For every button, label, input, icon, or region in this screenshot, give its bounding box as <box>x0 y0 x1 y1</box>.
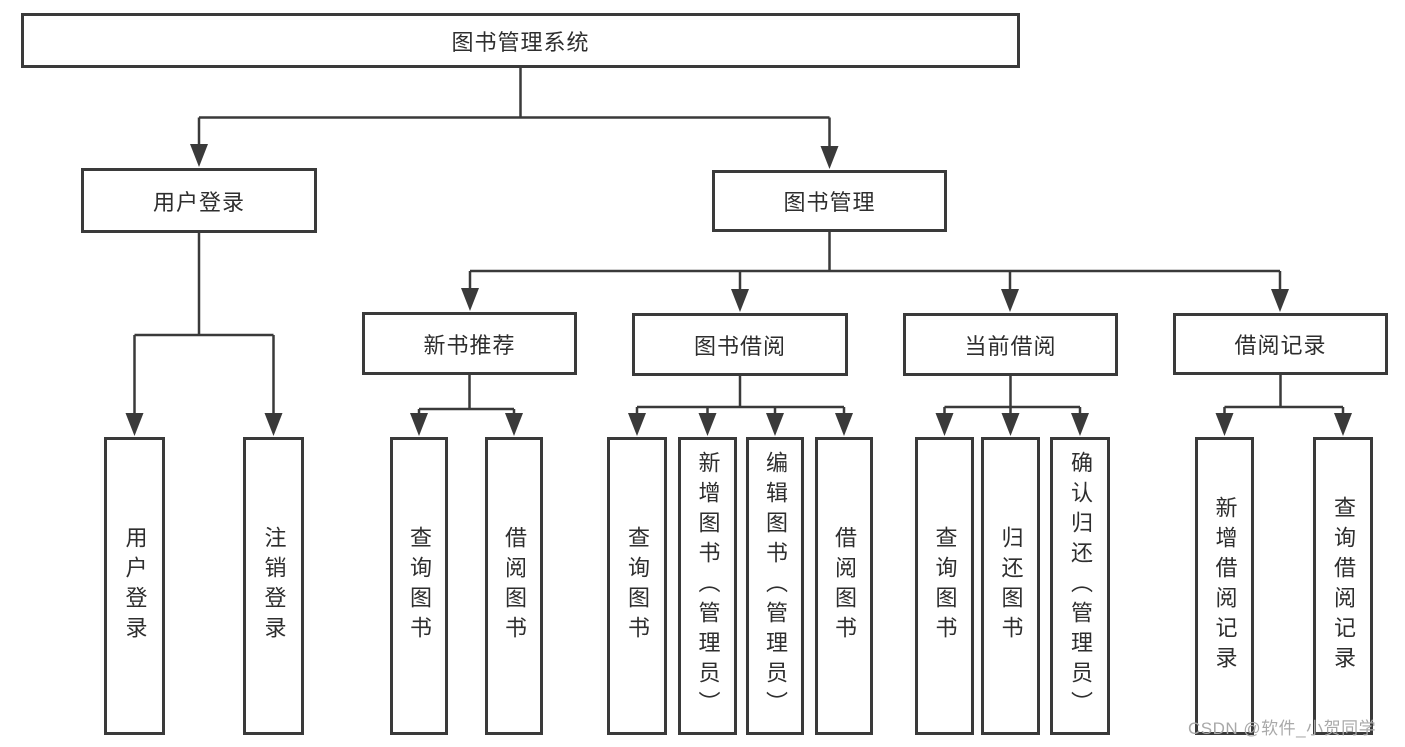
node-new-book-recommendation: 新书推荐 <box>362 312 577 375</box>
leaf-logout: 注销登录 <box>243 437 304 735</box>
arrowhead-icons <box>125 144 1352 436</box>
leaf-edit-books-admin: 编辑图书（管理员） <box>746 437 804 735</box>
leaf-add-books-admin: 新增图书（管理员） <box>678 437 737 735</box>
leaf-query-books-recommend: 查询图书 <box>390 437 448 735</box>
leaf-query-books-current: 查询图书 <box>915 437 974 735</box>
leaf-query-books-borrow: 查询图书 <box>607 437 667 735</box>
node-borrowing-records: 借阅记录 <box>1173 313 1388 375</box>
node-current-borrowing: 当前借阅 <box>903 313 1118 376</box>
leaf-user-login: 用户登录 <box>104 437 165 735</box>
watermark: CSDN @软件_小贺同学 <box>1188 719 1377 738</box>
node-book-management: 图书管理 <box>712 170 947 232</box>
leaf-return-books: 归还图书 <box>981 437 1040 735</box>
leaf-borrow-books-recommend: 借阅图书 <box>485 437 543 735</box>
leaf-query-borrow-record: 查询借阅记录 <box>1313 437 1373 735</box>
node-library-management-system: 图书管理系统 <box>21 13 1020 68</box>
node-book-borrowing: 图书借阅 <box>632 313 848 376</box>
leaf-confirm-return-admin: 确认归还（管理员） <box>1050 437 1110 735</box>
node-user-login: 用户登录 <box>81 168 317 233</box>
leaf-borrow-books: 借阅图书 <box>815 437 873 735</box>
leaf-add-borrow-record: 新增借阅记录 <box>1195 437 1254 735</box>
